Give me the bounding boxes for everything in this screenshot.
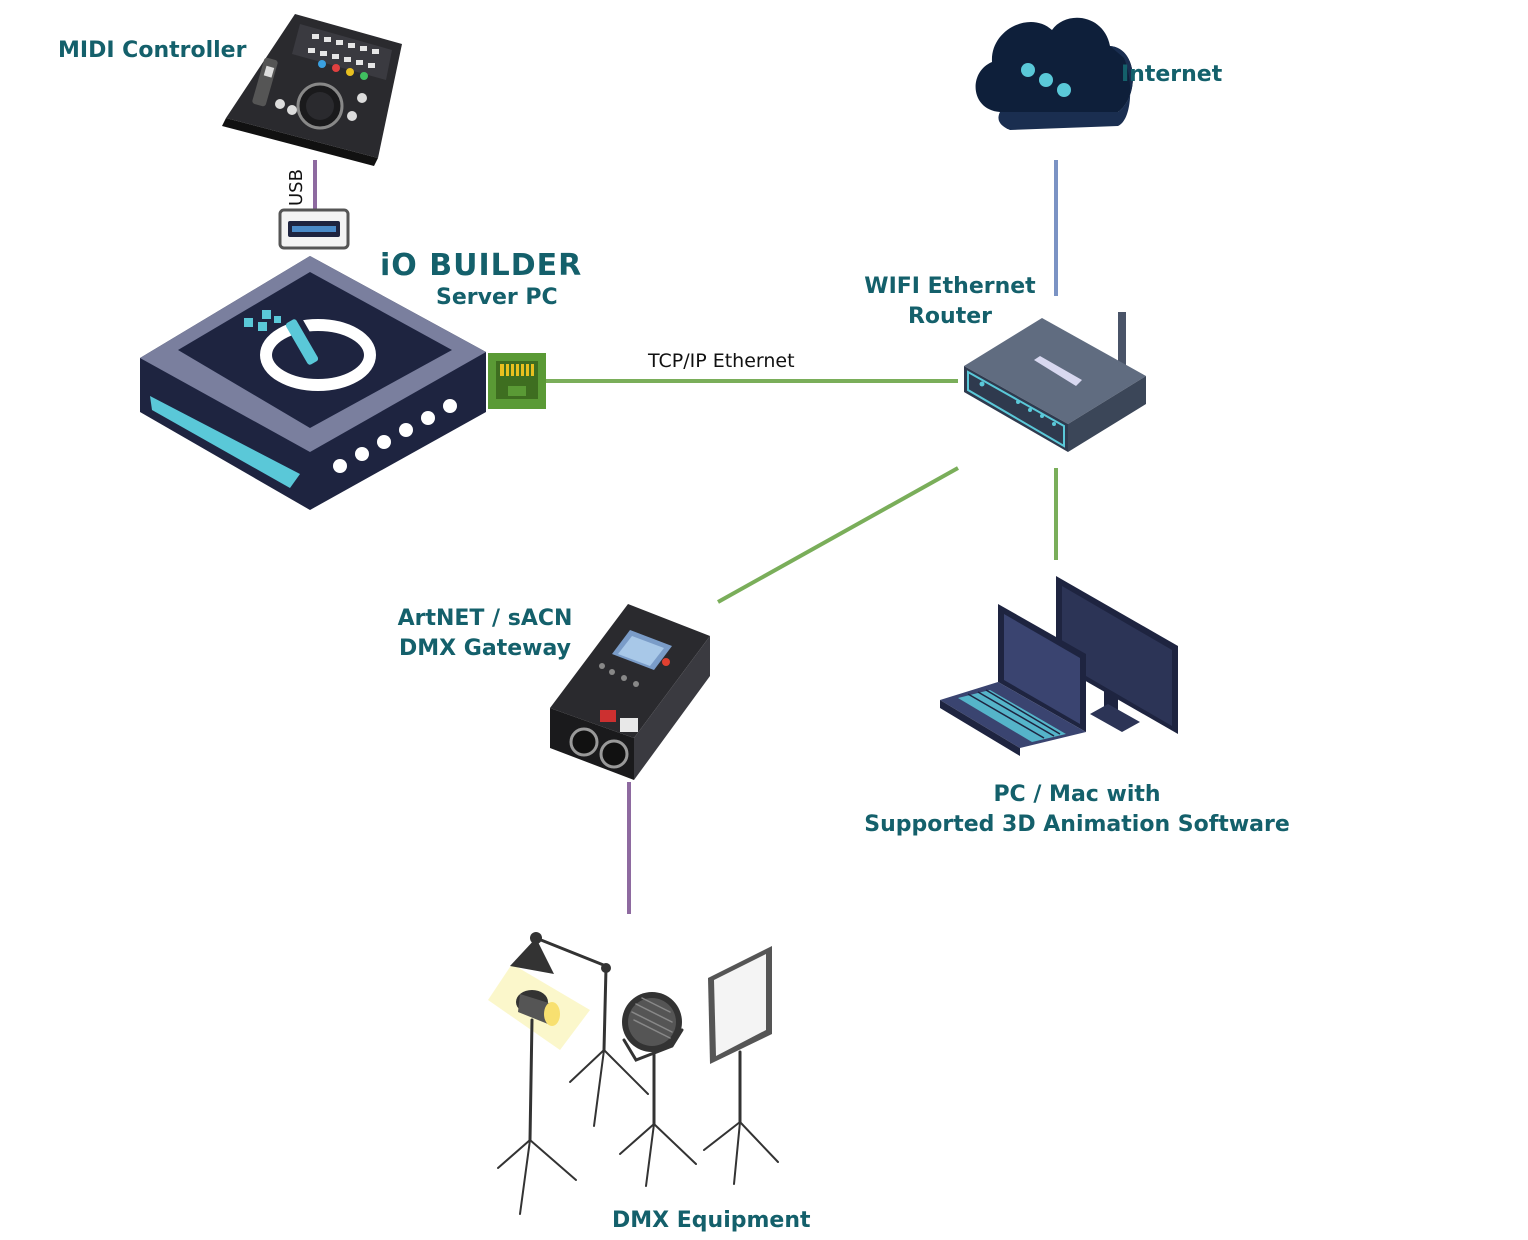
gateway-label-line2: DMX Gateway <box>399 636 571 661</box>
midi-controller-label: MIDI Controller <box>58 38 247 63</box>
studio-lights-icon <box>488 932 779 1215</box>
usb-connection-label: USB <box>286 169 307 206</box>
gateway-label-line1: ArtNET / sACN <box>397 606 573 631</box>
server-box-icon <box>140 256 486 510</box>
pc-mac-icon <box>940 576 1178 756</box>
cloud-icon <box>975 17 1133 130</box>
midi-controller-icon <box>222 14 402 166</box>
pc-label-line1: PC / Mac with <box>993 782 1161 807</box>
router-label-line1: WIFI Ethernet <box>864 274 1036 299</box>
router-label-line2: Router <box>907 304 992 329</box>
ethernet-connection-label: TCP/IP Ethernet <box>648 350 795 372</box>
pc-label-line2: Supported 3D Animation Software <box>864 812 1290 837</box>
server-pc-label: Server PC <box>436 285 558 310</box>
internet-label: Internet <box>1121 62 1223 87</box>
router-gateway-connection-line <box>717 466 959 604</box>
rj45-port-icon <box>488 353 546 409</box>
router-icon <box>964 312 1146 452</box>
io-builder-brand: iO BUILDER <box>380 248 583 283</box>
usb-port-icon <box>278 208 350 250</box>
dmx-equipment-label: DMX Equipment <box>612 1208 811 1233</box>
dmx-gateway-icon <box>550 604 710 780</box>
